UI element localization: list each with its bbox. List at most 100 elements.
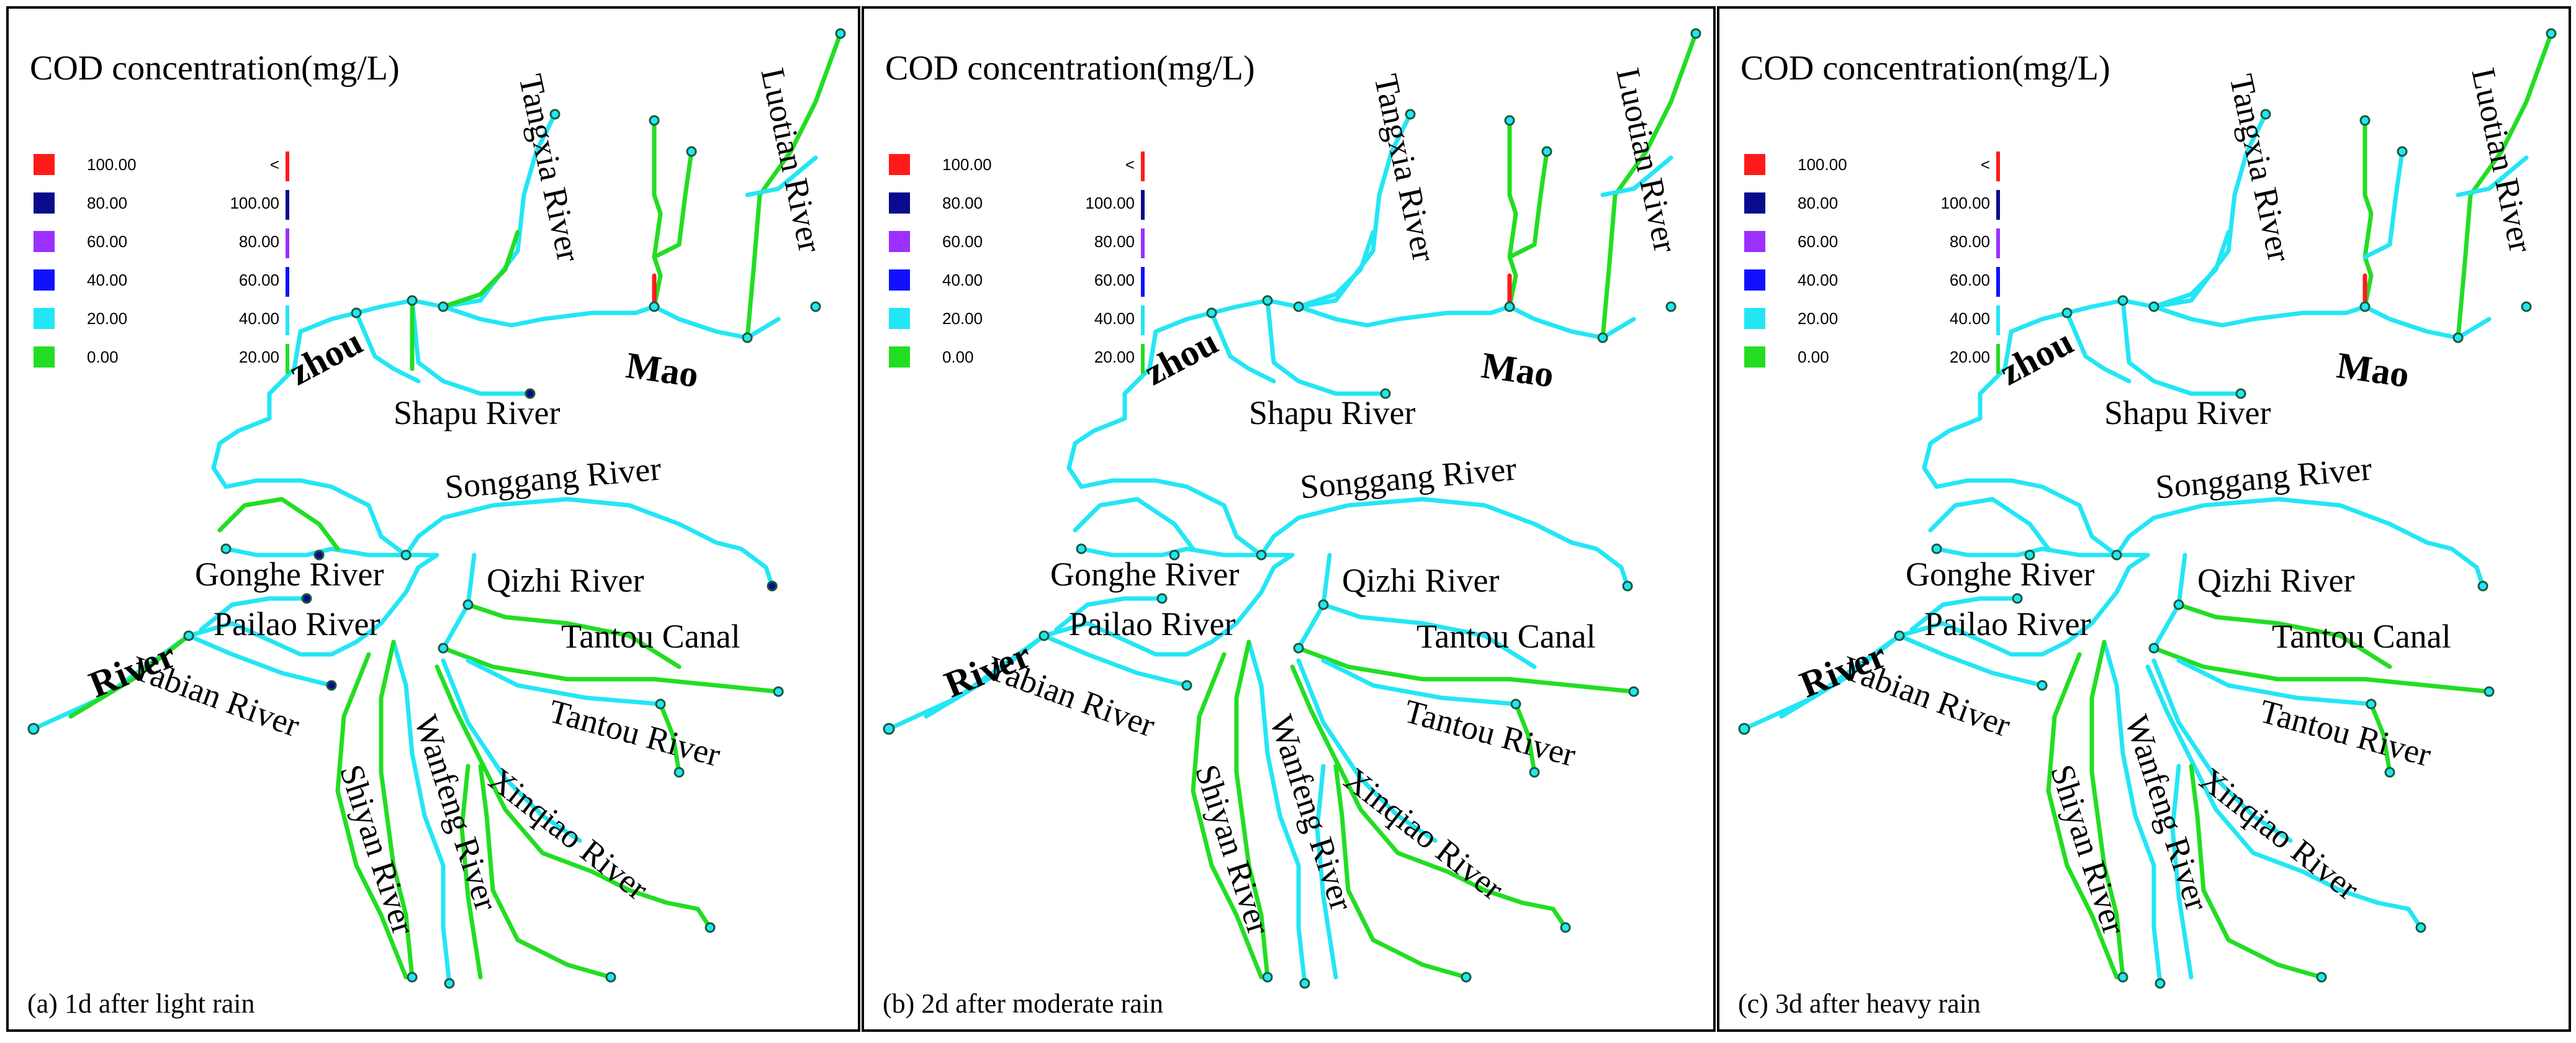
xinqiao-river: [441, 658, 582, 843]
label-tantou-canal: Tantou Canal: [1416, 618, 1596, 655]
label-shapu-river: Shapu River: [1249, 394, 1416, 431]
node-marker: [2546, 28, 2557, 39]
node-marker: [810, 301, 821, 312]
legend-bar: [1141, 305, 1145, 335]
node-marker: [2148, 643, 2159, 654]
node-marker: [1380, 388, 1391, 399]
node-marker: [1405, 109, 1416, 120]
node-marker: [2477, 580, 2488, 592]
node-marker: [1038, 630, 1050, 641]
legend-high: 80.00: [1949, 232, 1990, 251]
node-marker: [313, 549, 325, 561]
legend-high: 100.00: [230, 194, 279, 212]
node-marker: [835, 28, 846, 39]
legend-row: 100.00 <: [30, 151, 303, 183]
node-marker: [438, 301, 449, 312]
node-marker: [742, 332, 753, 343]
node-marker: [1076, 543, 1087, 554]
yabian-river: [924, 633, 1047, 719]
node-marker: [655, 698, 666, 710]
node-marker: [1156, 593, 1168, 604]
legend-low: 40.00: [87, 271, 128, 289]
shiyan-river: [2046, 652, 2119, 980]
node-marker: [1169, 549, 1180, 561]
node-marker: [183, 630, 194, 641]
luotian-river: [2456, 155, 2529, 197]
node-marker: [2155, 978, 2166, 989]
node-marker: [2415, 922, 2426, 933]
legend-bar: [1996, 228, 2000, 258]
legend-low: 100.00: [87, 155, 137, 174]
label-pailao-river: Pailao River: [1924, 605, 2091, 643]
main-river-segment: [1209, 310, 1276, 384]
legend-swatch: [1744, 346, 1765, 368]
node-marker: [438, 643, 449, 654]
legend-swatch: [1744, 231, 1765, 252]
node-marker: [1318, 599, 1329, 610]
tangxia-river: [1296, 112, 1413, 309]
node-marker: [2397, 146, 2408, 157]
legend-low: 20.00: [942, 309, 983, 328]
legend-bar: [1141, 344, 1145, 374]
tantou-river: [2151, 646, 2492, 694]
shiyan-river: [2189, 764, 2324, 980]
xinqiao-river: [1290, 664, 1568, 930]
legend-low: 80.00: [87, 194, 128, 212]
node-marker: [2117, 295, 2128, 306]
legend-swatch: [889, 231, 910, 252]
legend-high: 60.00: [1949, 271, 1990, 289]
legend-swatch: [889, 192, 910, 214]
tantou-river: [1296, 646, 1636, 694]
node-marker: [301, 593, 312, 604]
node-marker: [2316, 972, 2327, 983]
node-marker: [2012, 593, 2023, 604]
shiyan-river: [1333, 764, 1469, 980]
node-marker: [1504, 301, 1515, 312]
legend-high: <: [1980, 155, 1990, 174]
legend-row: 80.00 100.00: [30, 190, 303, 221]
legend-high: 40.00: [238, 309, 279, 328]
node-marker: [1461, 972, 1472, 983]
legend-swatch: [1744, 308, 1765, 329]
node-marker: [649, 115, 660, 126]
node-marker: [2235, 388, 2246, 399]
legend-row: 100.00<: [1741, 151, 2014, 183]
node-marker: [686, 146, 697, 157]
tributary: [2362, 118, 2374, 309]
legend-low: 80.00: [942, 194, 983, 212]
node-marker: [2384, 767, 2395, 778]
legend-bar: [286, 151, 289, 181]
legend-high: 40.00: [1094, 309, 1135, 328]
node-marker: [1622, 580, 1633, 592]
legend-high: <: [269, 155, 279, 174]
legend-high: <: [1125, 155, 1135, 174]
node-marker: [1894, 630, 1905, 641]
legend-low: 100.00: [942, 155, 992, 174]
yabian-river: [68, 633, 191, 719]
shiyan-river: [335, 652, 408, 980]
gonghe-river: [1928, 497, 2051, 551]
songgang-river: [1259, 497, 1630, 589]
node-marker: [462, 599, 474, 610]
wanfeng-river: [1246, 639, 1307, 986]
tangxia-river: [1296, 230, 1376, 309]
legend-bar: [286, 305, 289, 335]
legend-swatch: [34, 308, 55, 329]
luotian-river: [1600, 31, 1698, 340]
luotian-river: [745, 31, 843, 340]
legend-title: COD concentration(mg/L): [1741, 49, 2110, 88]
legend-bar: [1996, 305, 2000, 335]
pailao-river: [199, 596, 309, 632]
tantou-river: [441, 646, 781, 694]
legend-swatch: [34, 192, 55, 214]
legend-high: 80.00: [238, 232, 279, 251]
legend-low: 0.00: [1798, 348, 1829, 366]
node-marker: [549, 109, 561, 120]
